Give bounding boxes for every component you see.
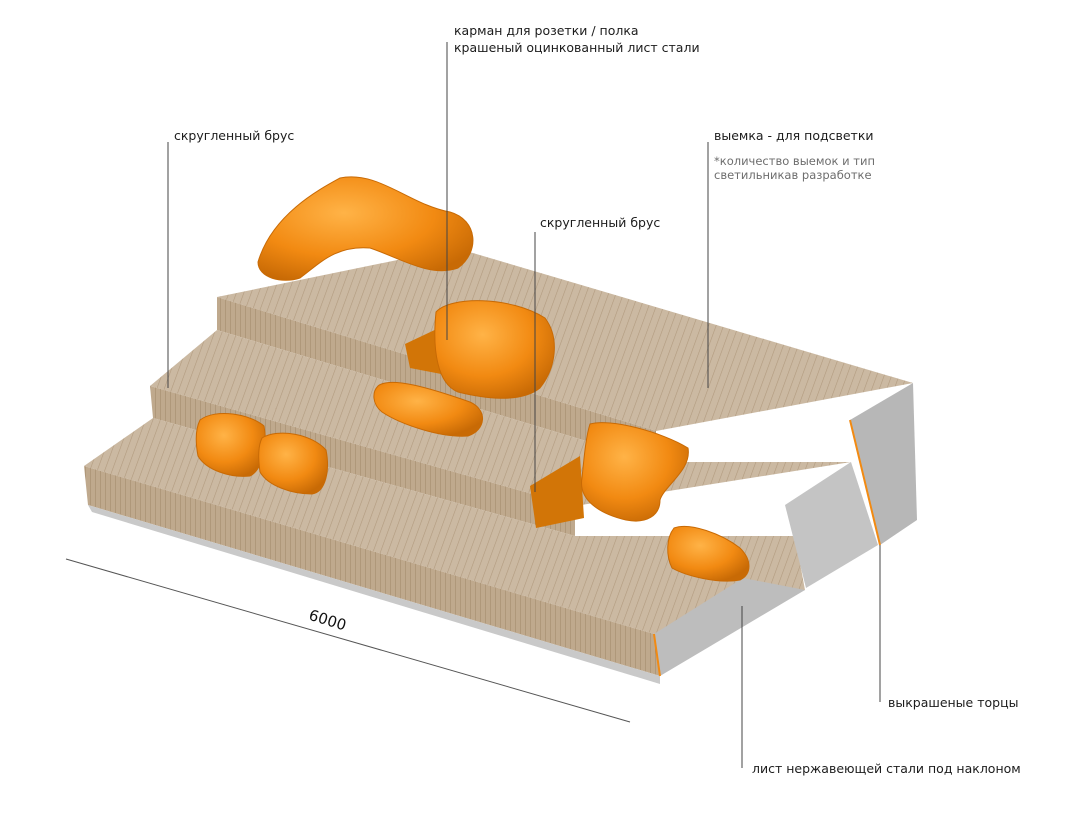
steel-end-top [850, 383, 917, 545]
dimension-line [65, 558, 631, 723]
tier-3 [217, 248, 913, 462]
cushion-center-back [434, 300, 555, 399]
cushion-left-1 [195, 413, 266, 477]
label-rounded-beam-left: скругленный брус [174, 128, 295, 143]
cushions [195, 176, 750, 582]
label-pocket-line2: крашеный оцинкованный лист стали [454, 40, 700, 55]
leader-lines [167, 42, 881, 768]
steel-end-middle [785, 462, 878, 588]
tier-3-riser [217, 297, 656, 462]
label-rounded-beam-center: скругленный брус [540, 215, 661, 230]
tier-1-base-strip [88, 505, 660, 684]
cushion-large-rolled [257, 176, 474, 281]
label-recess-note-line2: светильникав разработке [714, 168, 872, 182]
steel-end-bottom [654, 578, 805, 676]
cushion-roll-small [373, 381, 483, 437]
label-recess-note-line1: *количество выемок и тип [714, 154, 875, 168]
tier-1-riser [84, 466, 660, 676]
label-painted-ends: выкрашеные торцы [888, 695, 1019, 710]
label-pocket-line1: карман для розетки / полка [454, 23, 639, 38]
label-steel-sheet: лист нержавеющей стали под наклоном [752, 761, 1021, 776]
tier-3-top [217, 248, 913, 431]
cushion-front-right [667, 525, 750, 582]
cushion-left-2 [258, 432, 328, 495]
label-recess: выемка - для подсветки [714, 128, 874, 143]
cushion-right-stack [581, 422, 689, 522]
socket-pocket-lower [530, 456, 584, 528]
steel-end-panels [653, 383, 917, 677]
